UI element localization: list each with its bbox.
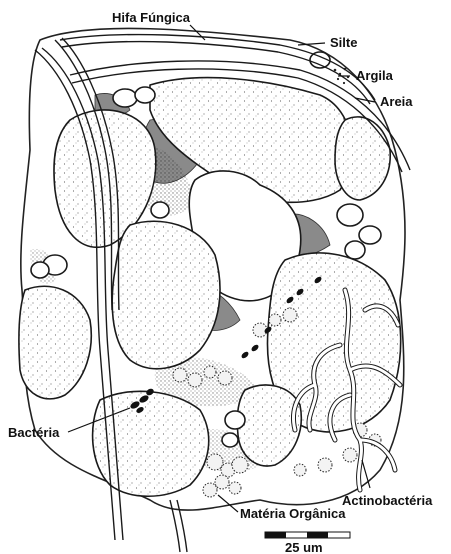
label-argila: Argila [356,68,394,83]
label-areia: Areia [380,94,413,109]
label-actinobacteria: Actinobactéria [342,493,433,508]
label-hifa-fungica: Hifa Fúngica [112,10,191,25]
label-silte: Silte [330,35,357,50]
scale-bar-label: 25 um [285,540,323,554]
label-materia-organica: Matéria Orgânica [240,506,346,521]
scale-bar: 25 um [265,532,350,554]
label-bacteria: Bactéria [8,425,60,440]
